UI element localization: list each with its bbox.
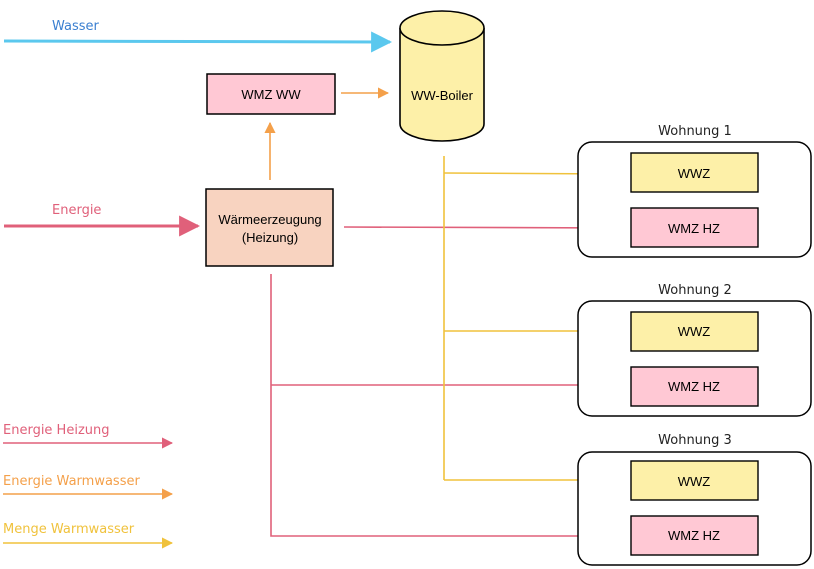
wohnung-3-wwz-box bbox=[630, 460, 759, 501]
wohnung-2-wmz-label: WMZ HZ bbox=[668, 379, 720, 394]
legend-energie-heizung-label: Energie Heizung bbox=[3, 423, 110, 438]
wohnung-3-wmz-box bbox=[630, 515, 759, 556]
wohnung-2: Wohnung 2 WWZ WMZ HZ bbox=[577, 283, 812, 417]
energie-label: Energie bbox=[52, 203, 101, 218]
wohnung-3: Wohnung 3 WWZ WMZ HZ bbox=[577, 433, 812, 566]
wmz-ww-label: WMZ WW bbox=[241, 87, 301, 102]
waermeerzeugung-label-line2: (Heizung) bbox=[242, 230, 298, 245]
wohnung-3-wmz-label: WMZ HZ bbox=[668, 528, 720, 543]
waermeerzeugung-label-line1: Wärmeerzeugung bbox=[218, 212, 321, 227]
wohnung-1-wmz-label: WMZ HZ bbox=[668, 221, 720, 236]
ww-boiler-label: WW-Boiler bbox=[411, 88, 474, 103]
wohnung-2-wwz-box bbox=[630, 311, 759, 352]
heating-to-wohnung3-arrow bbox=[270, 385, 622, 542]
wohnung-2-wwz-label: WWZ bbox=[678, 324, 711, 339]
legend-energie-warmwasser-label: Energie Warmwasser bbox=[3, 474, 140, 489]
wohnung-3-title: Wohnung 3 bbox=[658, 433, 732, 448]
wohnung-1: Wohnung 1 WWZ WMZ HZ bbox=[577, 124, 812, 258]
legend: Energie Heizung Energie Warmwasser Menge… bbox=[3, 423, 174, 549]
wmz-ww-box: WMZ WW bbox=[206, 73, 336, 115]
wasser-label: Wasser bbox=[52, 19, 100, 34]
heating-to-wohnung1-arrow bbox=[343, 222, 622, 234]
wohnung-2-wmz-box bbox=[630, 366, 759, 407]
wasser-arrow bbox=[3, 31, 393, 53]
wohnung-1-wwz-box bbox=[630, 152, 759, 193]
wohnung-3-wwz-label: WWZ bbox=[678, 474, 711, 489]
waermeerzeugung-box: Wärmeerzeugung (Heizung) bbox=[205, 188, 334, 267]
wohnung-1-title: Wohnung 1 bbox=[658, 124, 732, 139]
wohnung-2-title: Wohnung 2 bbox=[658, 283, 732, 298]
legend-menge-warmwasser-label: Menge Warmwasser bbox=[3, 522, 135, 537]
wohnung-1-wwz-label: WWZ bbox=[678, 166, 711, 181]
ww-boiler: WW-Boiler bbox=[399, 10, 485, 142]
wohnung-1-wmz-box bbox=[630, 207, 759, 248]
